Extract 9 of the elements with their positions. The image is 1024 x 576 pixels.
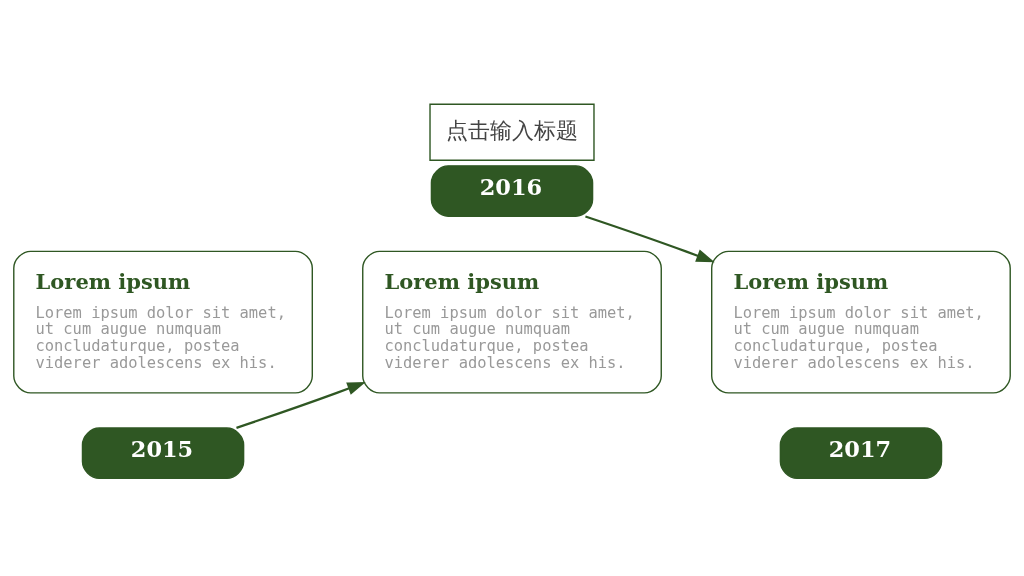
node-box: 2016	[430, 164, 594, 217]
arrow	[585, 214, 715, 262]
node-box: 2015	[81, 426, 245, 479]
node-box: Lorem ipsum Lorem ipsum dolor sit amet, ut cum augue numquam concludaturque, postea viderer adolescens ex his.	[13, 250, 313, 394]
arrow	[236, 381, 366, 429]
node-box: 2017	[779, 426, 943, 479]
node-box: Lorem ipsum Lorem ipsum dolor sit amet, ut cum augue numquam concludaturque, postea viderer adolescens ex his.	[711, 250, 1011, 394]
diagram-title: 点击输入标题	[446, 116, 579, 143]
node-box: Lorem ipsum Lorem ipsum dolor sit amet, ut cum augue numquam concludaturque, postea viderer adolescens ex his.	[362, 250, 662, 394]
